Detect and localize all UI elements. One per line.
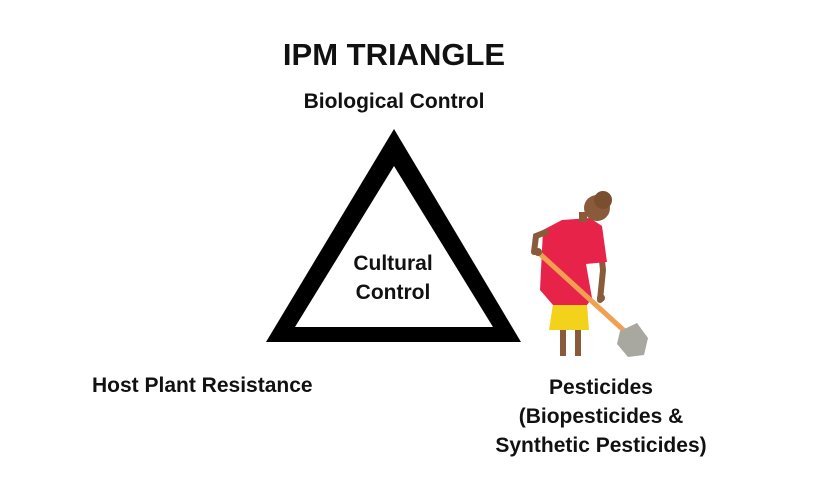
pesticides-line-2: (Biopesticides &: [518, 405, 684, 428]
farmer-neck: [579, 212, 587, 222]
farmer-hand-front: [534, 248, 542, 256]
diagram-title: IPM TRIANGLE: [282, 37, 506, 72]
pesticides-line-1: Pesticides: [549, 376, 653, 399]
farmer-leg-left: [560, 328, 566, 356]
farmer-arm-front: [531, 229, 549, 255]
center-label-line-1: Cultural: [353, 252, 433, 275]
center-label-cultural-control: Cultural Control: [320, 249, 466, 307]
shovel-blade: [617, 323, 648, 357]
farmer-with-shovel-icon: [531, 191, 648, 357]
farmer-skirt: [549, 304, 589, 330]
vertex-label-pesticides: Pesticides (Biopesticides & Synthetic Pe…: [466, 373, 736, 460]
farmer-hair: [594, 191, 612, 209]
ipm-triangle-inner: [295, 166, 493, 327]
shovel-handle: [537, 251, 633, 339]
farmer-shirt: [540, 218, 607, 305]
vertex-label-host-plant-resistance: Host Plant Resistance: [92, 374, 313, 397]
pesticides-line-3: Synthetic Pesticides): [495, 434, 707, 457]
vertex-label-biological-control: Biological Control: [303, 90, 485, 113]
center-label-line-2: Control: [355, 281, 431, 304]
farmer-hand-back: [597, 294, 605, 302]
farmer-leg-right: [575, 328, 581, 356]
